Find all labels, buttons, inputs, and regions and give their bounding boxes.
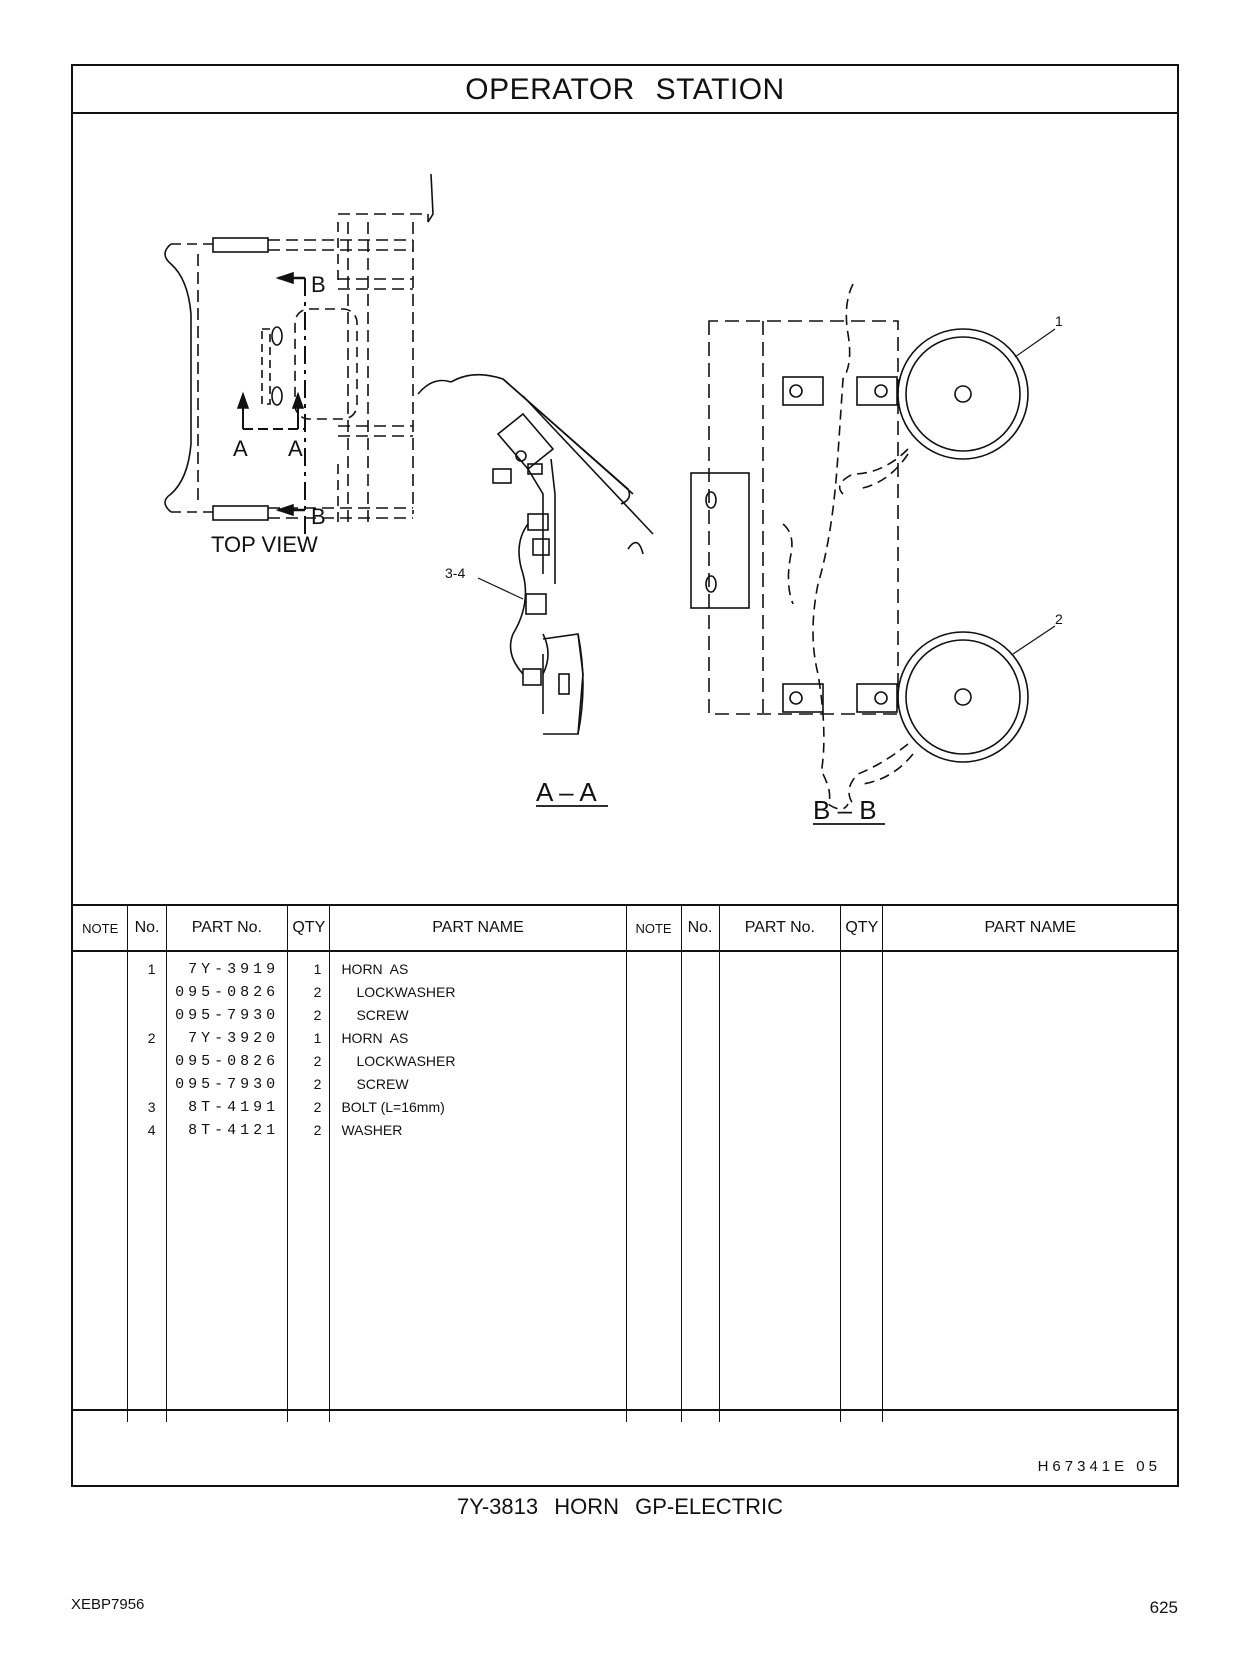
section-mark-b-bottom: B xyxy=(311,504,326,529)
quantity: 2 xyxy=(313,1099,322,1115)
part-number: 7Y-3919 xyxy=(188,961,280,978)
part-number: 095-0826 xyxy=(175,984,280,1001)
item-number xyxy=(128,981,165,1004)
section-aa-drawing xyxy=(417,373,654,807)
part-number-column-2 xyxy=(718,951,841,1422)
table-body-row: 1 2 3 4 7Y-3919 095-0826 095-7930 7Y-392… xyxy=(73,951,1177,1422)
group-caption: 7Y-3813 HORN GP-ELECTRIC xyxy=(456,1494,784,1519)
item-number: 1 xyxy=(147,961,156,977)
page-title: OPERATOR STATION xyxy=(73,66,1177,114)
page-number: 625 xyxy=(1149,1598,1178,1617)
part-number-column: 7Y-3919 095-0826 095-7930 7Y-3920 095-08… xyxy=(165,951,288,1422)
part-name: LOCKWASHER xyxy=(356,1053,456,1069)
callout-1: 1 xyxy=(1055,313,1063,329)
part-number: 8T-4191 xyxy=(188,1099,280,1116)
quantity: 2 xyxy=(313,1122,322,1138)
top-view-label: TOP VIEW xyxy=(211,532,318,557)
part-name-column: HORN AS LOCKWASHER SCREW HORN AS LOCKWAS… xyxy=(329,951,627,1422)
quantity-column-2 xyxy=(840,951,883,1422)
quantity: 2 xyxy=(313,1007,322,1023)
top-view-drawing xyxy=(164,173,434,534)
section-aa-label: A – A xyxy=(536,777,597,807)
col-header-no: No. xyxy=(127,904,167,952)
part-name-column-2 xyxy=(882,951,1177,1422)
part-number: 095-0826 xyxy=(175,1053,280,1070)
part-number: 8T-4121 xyxy=(188,1122,280,1139)
quantity: 1 xyxy=(313,961,322,977)
section-bb-label: B – B xyxy=(813,795,877,825)
col-header-note-2: NOTE xyxy=(625,904,681,952)
col-header-qty: QTY xyxy=(287,904,330,952)
col-header-note: NOTE xyxy=(73,904,128,952)
illustration-reference-code: H67341E 05 xyxy=(1037,1458,1161,1475)
part-number: 7Y-3920 xyxy=(188,1030,280,1047)
item-number xyxy=(128,1004,165,1027)
callout-3-4: 3-4 xyxy=(445,565,465,581)
note-column-2 xyxy=(625,951,681,1422)
quantity-column: 1 2 2 1 2 2 2 2 xyxy=(287,951,330,1422)
item-number xyxy=(128,1050,165,1073)
note-column xyxy=(73,951,128,1422)
section-mark-b-top: B xyxy=(311,272,326,297)
item-number: 4 xyxy=(147,1122,156,1138)
part-name: LOCKWASHER xyxy=(356,984,456,1000)
part-name: SCREW xyxy=(356,1076,409,1092)
part-name: WASHER xyxy=(341,1122,403,1138)
part-name: HORN AS xyxy=(341,1030,409,1046)
item-number: 2 xyxy=(147,1030,156,1046)
table-footer: H67341E 05 xyxy=(73,1409,1177,1485)
quantity: 2 xyxy=(313,984,322,1000)
part-number: 095-7930 xyxy=(175,1076,280,1093)
part-name: BOLT (L=16mm) xyxy=(341,1099,445,1115)
part-name: SCREW xyxy=(356,1007,409,1023)
item-number xyxy=(128,1073,165,1096)
table-header-row: NOTE No. PART No. QTY PART NAME NOTE No.… xyxy=(73,904,1177,952)
col-header-part-no: PART No. xyxy=(165,904,288,952)
document-id: XEBP7956 xyxy=(71,1596,145,1613)
section-mark-a-right: A xyxy=(288,436,303,461)
item-number: 3 xyxy=(147,1099,156,1115)
part-number: 095-7930 xyxy=(175,1007,280,1024)
part-name: HORN AS xyxy=(341,961,409,977)
quantity: 1 xyxy=(313,1030,322,1046)
item-number-column: 1 2 3 4 xyxy=(127,951,167,1422)
parts-illustration: B B A A TOP VIEW 3-4 1 2 A – A B – B xyxy=(73,114,1177,904)
parts-page-frame: OPERATOR STATION xyxy=(71,64,1179,1487)
quantity: 2 xyxy=(313,1053,322,1069)
section-bb-drawing xyxy=(690,283,1056,825)
col-header-part-name: PART NAME xyxy=(329,904,627,952)
parts-table: NOTE No. PART No. QTY PART NAME NOTE No.… xyxy=(73,904,1177,1422)
col-header-no-2: No. xyxy=(680,904,720,952)
horn-assembly-diagram: B B A A TOP VIEW 3-4 1 2 A – A B – B xyxy=(164,173,1063,825)
item-number-column-2 xyxy=(680,951,720,1422)
col-header-part-name-2: PART NAME xyxy=(882,904,1177,952)
col-header-part-no-2: PART No. xyxy=(718,904,841,952)
section-mark-a-left: A xyxy=(233,436,248,461)
callout-2: 2 xyxy=(1055,611,1063,627)
col-header-qty-2: QTY xyxy=(840,904,883,952)
quantity: 2 xyxy=(313,1076,322,1092)
